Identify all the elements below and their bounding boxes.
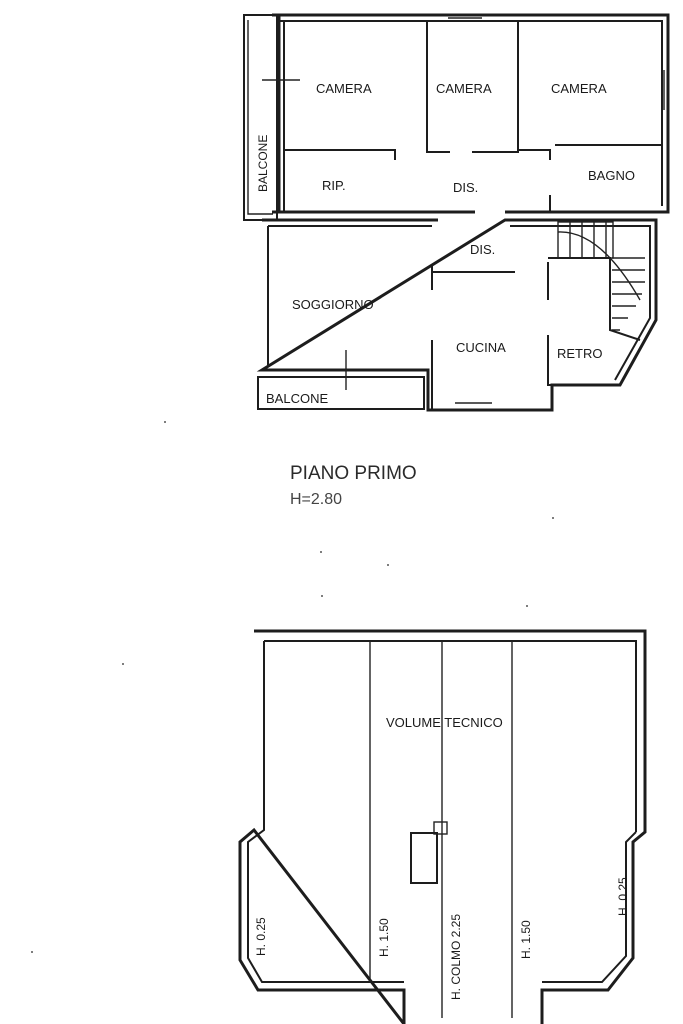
label-balcone-bottom: BALCONE xyxy=(266,391,328,406)
label-retro: RETRO xyxy=(557,346,603,361)
first-floor-plan: CAMERA CAMERA CAMERA BALCONE RIP. DIS. B… xyxy=(243,13,670,508)
label-h-right: H. 0.25 xyxy=(616,877,630,916)
label-cucina: CUCINA xyxy=(456,340,506,355)
label-rip: RIP. xyxy=(322,178,346,193)
attic-outer-wall xyxy=(238,629,647,1024)
outer-wall-lower xyxy=(256,218,658,412)
floor-title: PIANO PRIMO xyxy=(290,463,417,484)
staircase xyxy=(557,221,645,331)
label-camera-right: CAMERA xyxy=(551,81,607,96)
label-h-left: H. 0.25 xyxy=(254,917,268,956)
partition-bagno xyxy=(549,144,662,212)
scan-specks xyxy=(31,421,554,953)
label-h-colmo: H. COLMO 2.25 xyxy=(449,914,463,1000)
side-balcony xyxy=(243,14,278,221)
partition-camera-right xyxy=(517,21,551,160)
attic-plan: VOLUME TECNICO H. 0.25 H. 1.50 H. COLMO … xyxy=(238,629,647,1024)
floor-height: H=2.80 xyxy=(290,491,342,508)
chimney xyxy=(410,832,438,884)
label-h-right-mid: H. 1.50 xyxy=(519,920,533,959)
partition-dis-lower xyxy=(431,265,515,290)
label-bagno: BAGNO xyxy=(588,168,635,183)
label-balcone-side: BALCONE xyxy=(256,135,270,192)
label-camera-mid: CAMERA xyxy=(436,81,492,96)
label-camera-left: CAMERA xyxy=(316,81,372,96)
label-dis-upper: DIS. xyxy=(453,180,478,195)
outer-wall-upper xyxy=(272,13,670,214)
partition-camera-left xyxy=(283,21,396,160)
label-h-left-mid: H. 1.50 xyxy=(377,918,391,957)
bottom-balcony xyxy=(257,376,425,410)
label-soggiorno: SOGGIORNO xyxy=(292,297,374,312)
partition-cucina xyxy=(431,335,552,410)
label-dis-lower: DIS. xyxy=(470,242,495,257)
label-volume-tecnico: VOLUME TECNICO xyxy=(386,715,503,730)
